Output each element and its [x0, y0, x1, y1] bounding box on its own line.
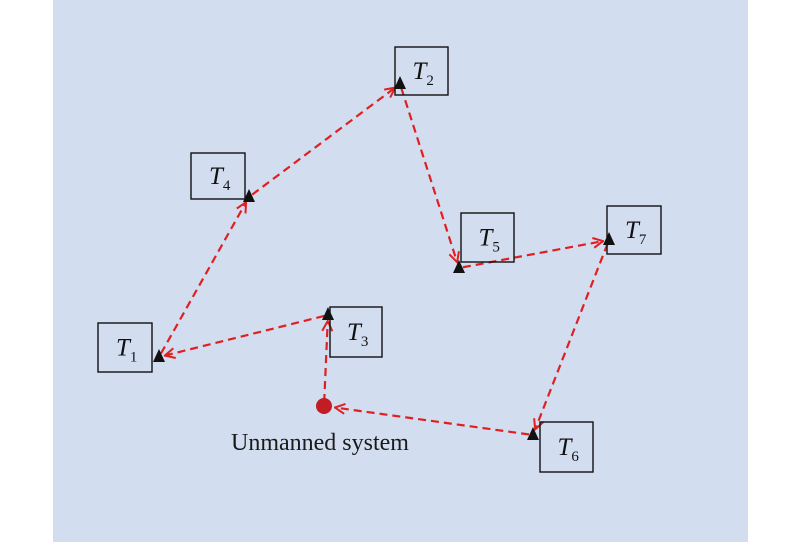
target-label: T4: [209, 163, 231, 194]
route-arrow-t6-to-unmanned-system: [335, 408, 530, 436]
route-arrow-t2-to-t5: [400, 87, 457, 262]
target-box: [539, 421, 594, 473]
target-label: T1: [116, 335, 137, 366]
target-box: [606, 205, 662, 255]
target-label: T5: [479, 225, 500, 256]
route-arrow-t7-to-t6: [535, 243, 609, 430]
system-layer: Unmanned system: [231, 398, 409, 456]
target-t6: T6: [527, 421, 594, 473]
diagram-background: [53, 0, 748, 542]
target-t7: T7: [603, 205, 662, 255]
target-marker-icon: [394, 76, 406, 89]
target-marker-icon: [153, 349, 165, 362]
target-label: T3: [347, 319, 368, 350]
target-box: [329, 306, 383, 358]
target-t4: T4: [190, 152, 255, 202]
target-box: [97, 322, 153, 373]
target-t2: T2: [394, 46, 449, 96]
unmanned-system-marker: [316, 398, 332, 414]
target-label: T2: [413, 58, 434, 89]
route-arrow-t1-to-t4: [160, 202, 246, 355]
target-marker-icon: [453, 260, 465, 273]
target-box: [460, 212, 515, 263]
target-box: [190, 152, 246, 200]
unmanned-system-label: Unmanned system: [231, 430, 409, 456]
target-marker-icon: [603, 232, 615, 245]
route-layer: [160, 87, 609, 436]
route-arrow-t5-to-t7: [462, 241, 603, 269]
route-arrow-t3-to-t1: [165, 314, 325, 356]
route-arrow-t4-to-t2: [251, 88, 395, 196]
target-marker-icon: [527, 427, 539, 440]
route-arrow-unmanned-system-to-t3: [324, 321, 328, 403]
target-label: T6: [558, 434, 580, 465]
target-box: [394, 46, 449, 96]
target-t5: T5: [453, 212, 515, 273]
target-marker-icon: [243, 189, 255, 202]
target-t1: T1: [97, 322, 165, 373]
target-label: T7: [625, 217, 647, 248]
target-t3: T3: [322, 306, 383, 358]
target-marker-icon: [322, 307, 334, 320]
